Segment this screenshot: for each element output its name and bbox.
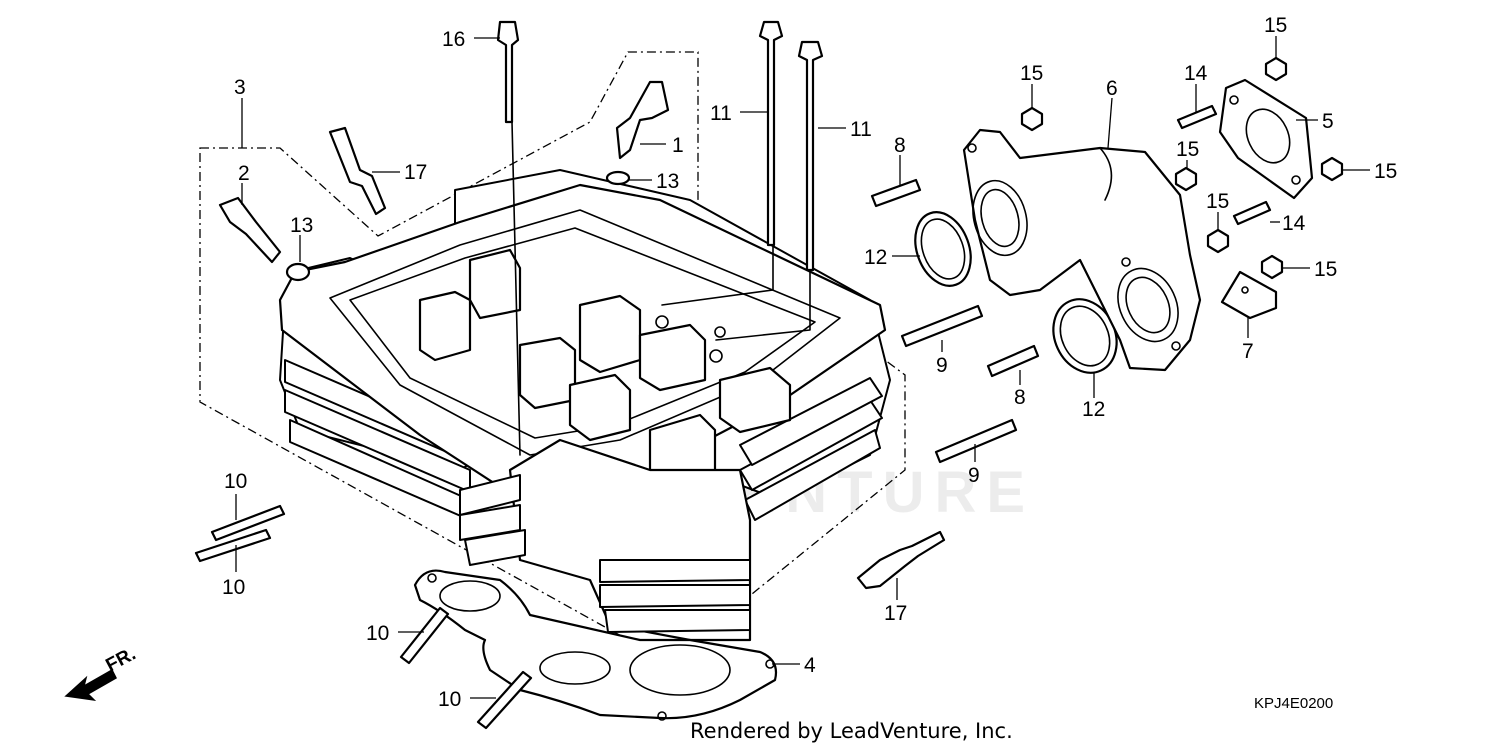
callout-6: 6 [1106, 77, 1118, 100]
insulator-gasket[interactable] [906, 204, 1129, 383]
callout-10-a: 10 [224, 470, 247, 493]
callout-13-right: 13 [656, 170, 679, 193]
callout-10-d: 10 [438, 688, 461, 711]
callout-14-bottom: 14 [1282, 212, 1306, 235]
callout-15-a: 15 [1020, 62, 1043, 85]
leader-lines [235, 36, 1370, 699]
callout-8-bottom: 8 [1014, 386, 1026, 409]
dowel-pin[interactable] [218, 80, 670, 264]
callout-11-right: 11 [850, 118, 872, 141]
insulator-plate[interactable] [1218, 78, 1314, 200]
callout-9-top: 9 [936, 354, 948, 377]
callout-15-e: 15 [1374, 160, 1397, 183]
diagram-code: KPJ4E0200 [1254, 695, 1333, 712]
callout-11-left: 11 [710, 102, 732, 125]
callout-15-c: 15 [1176, 138, 1199, 161]
callout-2: 2 [238, 162, 250, 185]
callout-15-f: 15 [1314, 258, 1337, 281]
spark-plug[interactable] [328, 126, 946, 590]
stud-bolt-10[interactable] [194, 504, 533, 730]
callout-3: 3 [234, 76, 246, 99]
callout-7: 7 [1242, 340, 1254, 363]
callout-16: 16 [442, 28, 465, 51]
callout-15-b: 15 [1264, 14, 1287, 37]
callout-5: 5 [1322, 110, 1334, 133]
callout-17-top: 17 [404, 161, 427, 184]
cylinder-head-gasket[interactable] [413, 569, 778, 721]
intake-stud[interactable] [870, 178, 1040, 464]
callout-1: 1 [672, 134, 684, 157]
o-ring-13[interactable] [285, 170, 631, 282]
callout-15-d: 15 [1206, 190, 1229, 213]
credit-text: Rendered by LeadVenture, Inc. [690, 719, 1013, 743]
callout-10-b: 10 [222, 576, 245, 599]
flange-nut[interactable] [1020, 56, 1344, 280]
callouts: 16 3 2 13 17 1 13 11 11 8 12 9 8 9 12 6 … [222, 14, 1397, 711]
callout-10-c: 10 [366, 622, 389, 645]
callout-14-top: 14 [1184, 62, 1208, 85]
callout-12-top: 12 [864, 246, 887, 269]
callout-17-bottom: 17 [884, 602, 907, 625]
assembly-frame [199, 51, 906, 663]
callout-8-top: 8 [894, 134, 906, 157]
intake-manifold[interactable] [962, 128, 1202, 372]
callout-9-bottom: 9 [968, 464, 980, 487]
callout-4: 4 [804, 654, 816, 677]
callout-12-bottom: 12 [1082, 398, 1105, 421]
cylinder-head[interactable] [278, 121, 891, 642]
callout-13-left: 13 [290, 214, 313, 237]
head-bolt[interactable] [496, 20, 824, 272]
stud-14[interactable] [1176, 104, 1272, 226]
bracket[interactable] [1220, 270, 1278, 320]
front-direction-arrow-icon: FR. [64, 644, 139, 702]
